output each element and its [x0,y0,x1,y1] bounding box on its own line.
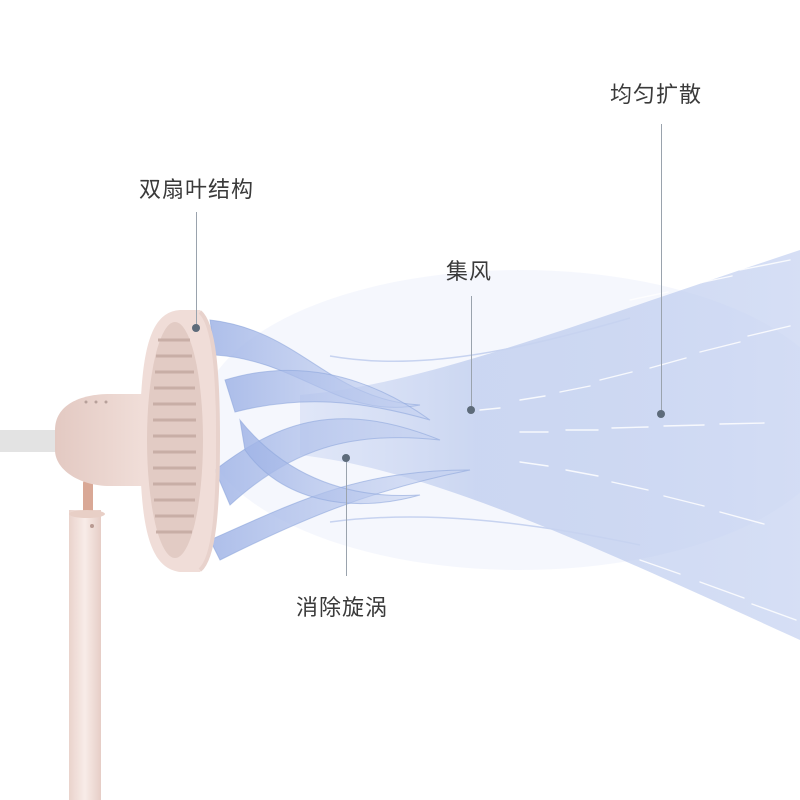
dot-dual-blade [192,324,200,332]
leader-dual-blade [196,212,197,328]
callout-concentrate: 集风 [446,260,493,285]
airflow-contour-bottom [329,516,641,546]
dot-diffuse [657,410,665,418]
airflow-cone [300,250,800,640]
vortex-ribbons [209,319,471,561]
leader-concentrate [471,296,472,410]
callout-diffuse: 均匀扩散 [610,83,703,108]
fan-pole [69,510,101,800]
dot-vortex [342,454,350,462]
fan-grille-slats [153,338,196,534]
callout-dual-blade: 双扇叶结构 [139,178,255,203]
airflow-contour-top [329,317,631,363]
dot-concentrate [467,406,475,414]
airflow-streaks [479,259,797,621]
pole-collar [83,480,93,514]
callout-vortex: 消除旋涡 [296,596,389,621]
leader-vortex [346,458,347,576]
leader-diffuse [661,124,662,414]
